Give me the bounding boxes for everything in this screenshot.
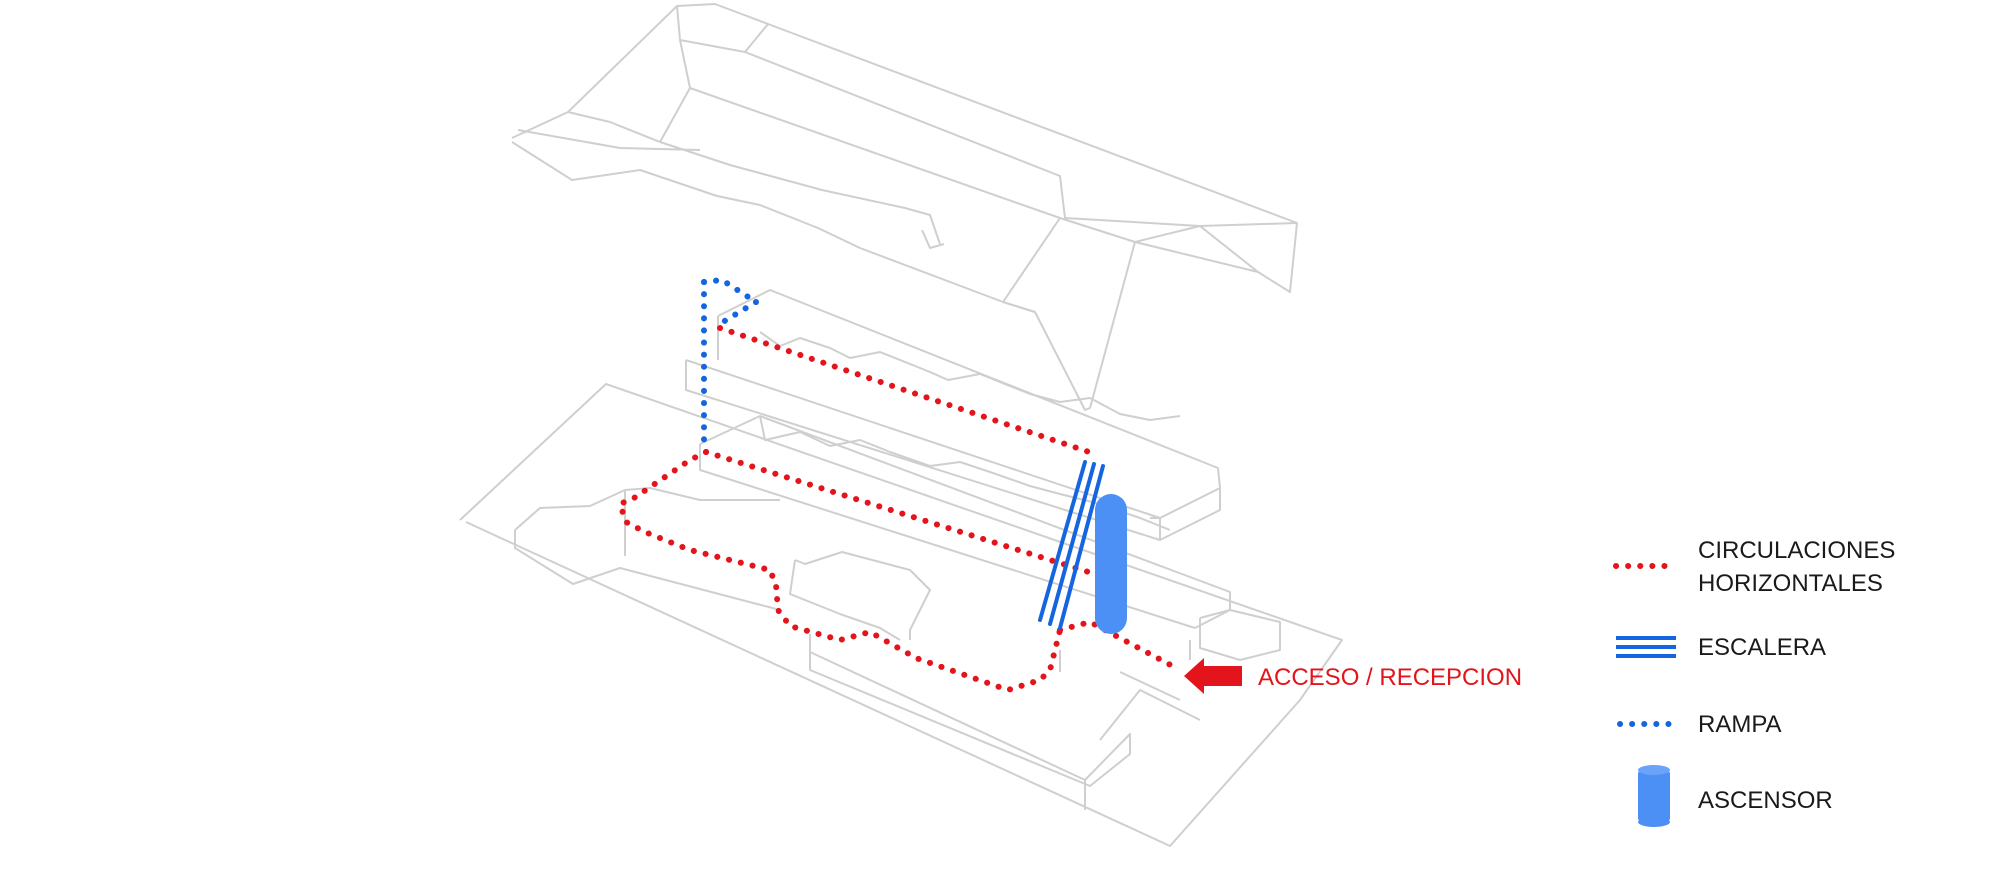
arrow-left-icon [1184, 658, 1242, 694]
roof-volume [511, 3, 1298, 411]
middle-slab [685, 289, 1221, 541]
legend-swatch-cylinder [1638, 765, 1670, 827]
legend-label-horizontal-1: CIRCULACIONES [1698, 537, 1895, 564]
legend-item-stair: ESCALERA [1616, 634, 1826, 661]
legend-item-horizontal: CIRCULACIONES HORIZONTALES [1613, 537, 1895, 597]
ramp-path [701, 276, 759, 451]
legend-item-elevator: ASCENSOR [1638, 765, 1833, 827]
ground-plate [459, 383, 1343, 847]
access-label: ACCESO / RECEPCION [1258, 664, 1522, 691]
elevator-element [1095, 494, 1127, 634]
legend-swatch-stair [1616, 636, 1676, 658]
legend-item-ramp: RAMPA [1617, 711, 1782, 738]
legend-label-ramp: RAMPA [1698, 711, 1782, 738]
legend-label-stair: ESCALERA [1698, 634, 1826, 661]
legend-label-elevator: ASCENSOR [1698, 787, 1833, 814]
legend-label-horizontal-2: HORIZONTALES [1698, 570, 1883, 597]
stair-element [1038, 460, 1105, 630]
legend: CIRCULACIONES HORIZONTALES ESCALERA RAMP… [1613, 537, 1895, 827]
access-marker: ACCESO / RECEPCION [1184, 658, 1522, 694]
horizontal-circulation-path [616, 325, 1183, 694]
